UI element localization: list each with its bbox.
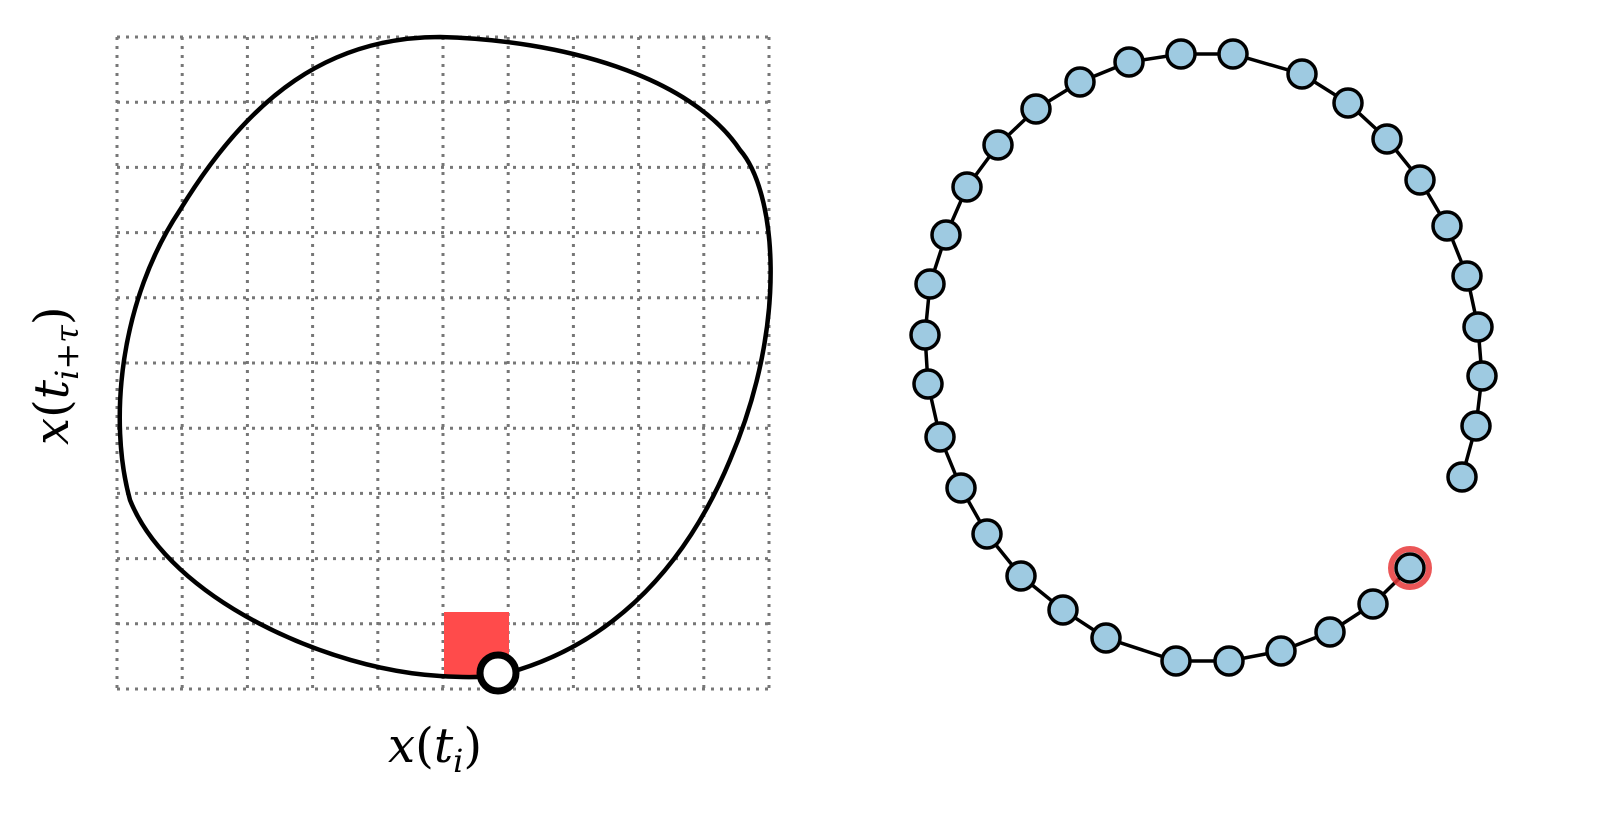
chain-node — [1451, 260, 1483, 292]
chain-node — [1460, 410, 1492, 442]
chain-node — [1160, 645, 1192, 677]
chain-node — [982, 129, 1014, 161]
xlabel-close-paren: ) — [463, 718, 482, 774]
ylabel-var: x — [24, 418, 80, 445]
chain-node — [1446, 461, 1478, 493]
chain-node — [971, 518, 1003, 550]
chain-node — [945, 472, 977, 504]
chain-node — [1020, 93, 1052, 125]
chain-node — [1047, 594, 1079, 626]
highlighted-chain-node — [1394, 552, 1426, 584]
recurrence-grid-panel: x(ti) x(ti+τ) — [24, 34, 773, 780]
chain-node — [1404, 164, 1436, 196]
chain-nodes — [909, 38, 1498, 677]
chain-node — [1113, 46, 1145, 78]
chain-node — [1314, 616, 1346, 648]
xlabel-var: x — [388, 718, 415, 774]
chain-node — [1213, 645, 1245, 677]
chain-node — [912, 368, 944, 400]
xlabel-t: t — [434, 718, 454, 774]
ylabel-subscript: i+τ — [48, 324, 86, 380]
highlighted-node-ring — [1388, 546, 1432, 590]
dotted-grid — [115, 35, 771, 691]
chain-node — [924, 421, 956, 453]
chain-node — [1371, 123, 1403, 155]
trajectory-loop — [117, 34, 773, 680]
chain-node — [1466, 360, 1498, 392]
node-chain-panel — [909, 38, 1498, 677]
chain-node — [951, 171, 983, 203]
ylabel-t: t — [24, 379, 80, 399]
chain-node — [1332, 87, 1364, 119]
current-state-marker — [476, 651, 520, 695]
chain-node — [930, 219, 962, 251]
xlabel-open-paren: ( — [415, 718, 434, 774]
chain-node — [909, 319, 941, 351]
chain-node — [914, 268, 946, 300]
chain-node — [1265, 635, 1297, 667]
x-axis-label: x(ti) — [388, 718, 482, 780]
xlabel-subscript: i — [453, 742, 463, 780]
chain-node — [1431, 210, 1463, 242]
chain-node — [1064, 66, 1096, 98]
y-axis-label: x(ti+τ) — [24, 306, 86, 445]
chain-node — [1217, 38, 1249, 70]
chain-node — [1090, 622, 1122, 654]
ylabel-open-paren: ( — [24, 399, 80, 418]
chain-node — [1005, 560, 1037, 592]
chain-node — [1286, 58, 1318, 90]
chain-node — [1165, 38, 1197, 70]
ylabel-close-paren: ) — [24, 306, 80, 325]
chain-node — [1462, 311, 1494, 343]
chain-node — [1357, 588, 1389, 620]
